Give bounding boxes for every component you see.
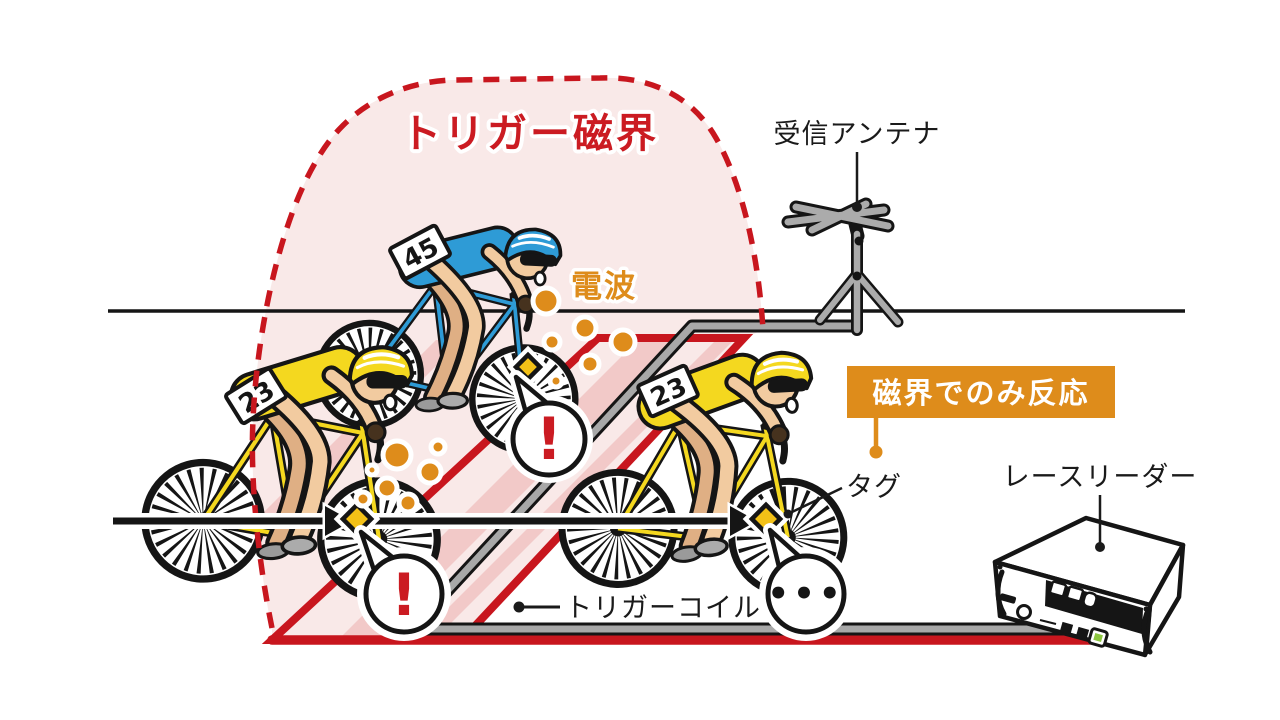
trigger-coil-label: トリガーコイル [565, 593, 761, 624]
exclamation-icon: ! [536, 405, 562, 473]
silent-bubble-right: ••• [759, 523, 853, 641]
title-trigger-field: トリガー磁界 [401, 111, 659, 157]
leader-dot [513, 601, 525, 613]
receive-antenna [781, 197, 904, 336]
callout-box [847, 366, 1115, 418]
blue-rider: 45 [310, 199, 601, 458]
arrowhead-icon [727, 501, 763, 541]
tag-label: タグ [846, 472, 902, 503]
yellow-rider-left: 23 [139, 324, 457, 603]
label-tag: タグ [783, 472, 902, 519]
magnetic-only-label: 磁界でのみ反応 [872, 376, 1089, 410]
rfid-tag-blue-bike [506, 345, 550, 389]
label-receive-antenna: 受信アンテナ [774, 119, 941, 212]
reader-power-button [1087, 627, 1109, 648]
leader-dot [852, 202, 862, 212]
rfid-tag-right-bike [742, 495, 790, 543]
leader-dot [869, 445, 883, 459]
magnetic-only-callout: 磁界でのみ反応 [847, 366, 1115, 459]
leader-dot [783, 509, 793, 519]
leader-dot [1095, 542, 1105, 552]
radio-wave-dots-left [353, 437, 448, 515]
label-trigger-coil: トリガーコイル [513, 589, 764, 628]
exclamation-icon: ! [391, 561, 417, 629]
alert-bubble-blue: ! [505, 370, 593, 483]
yellow-rider-right: 23 [559, 342, 853, 596]
race-number-patch: 23 [636, 363, 700, 419]
travel-direction-arrow [113, 501, 763, 541]
ellipsis-icon: ••• [767, 574, 844, 614]
trigger-field-boundary [249, 75, 766, 629]
race-reader-device [992, 515, 1186, 658]
race-reader-label: レースリーダー [1003, 462, 1198, 493]
alert-bubble-left: ! [354, 525, 451, 641]
radio-wave-label: 電波 [571, 269, 637, 305]
race-number-patch: 45 [388, 223, 452, 281]
label-race-reader: レースリーダー [1003, 462, 1198, 552]
receive-antenna-label: 受信アンテナ [774, 119, 941, 150]
